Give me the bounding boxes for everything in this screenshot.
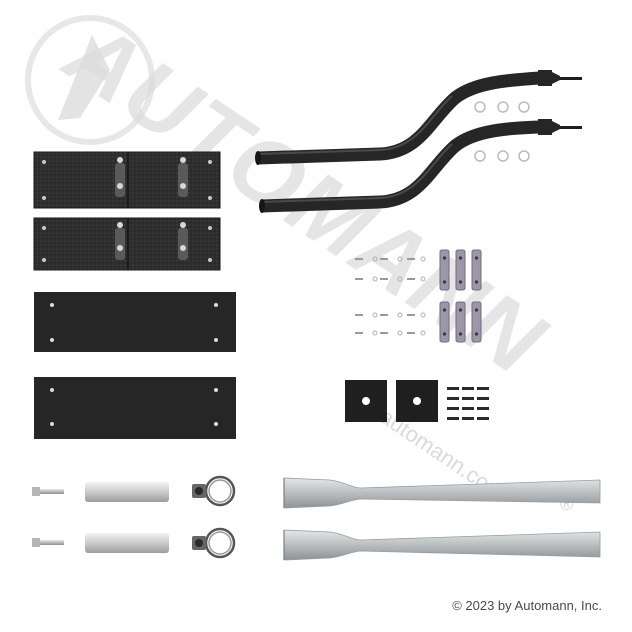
hose-clamp-bottom <box>192 527 236 559</box>
copyright-text: © 2023 by Automann, Inc. <box>452 598 602 613</box>
sleeve-tube-bottom <box>85 533 169 553</box>
bracket-plate-second <box>33 217 221 271</box>
watermark-logo-ring <box>25 15 155 145</box>
long-bolt-bottom <box>32 538 64 547</box>
tapered-tube-bottom <box>283 529 601 561</box>
flat-plate-top <box>34 292 236 352</box>
small-nuts-group <box>372 256 426 336</box>
long-bolt-top <box>32 487 64 496</box>
watermark-logo-mark <box>58 35 110 120</box>
small-screws-group <box>447 387 489 420</box>
clamp-straps-top <box>439 249 482 291</box>
curved-rod-upper <box>255 70 582 165</box>
washers-bottom <box>474 150 530 162</box>
bracket-plate-top <box>33 151 221 209</box>
tapered-tube-top <box>283 477 601 509</box>
clamp-straps-bottom <box>439 301 482 343</box>
square-pad-right <box>396 380 438 422</box>
flat-plate-bottom <box>34 377 236 439</box>
sleeve-tube-top <box>85 482 169 502</box>
hose-clamp-top <box>192 475 236 507</box>
washers-top <box>474 101 530 113</box>
square-pad-left <box>345 380 387 422</box>
curved-rod-lower <box>259 119 582 213</box>
small-bolts-group <box>355 258 415 334</box>
